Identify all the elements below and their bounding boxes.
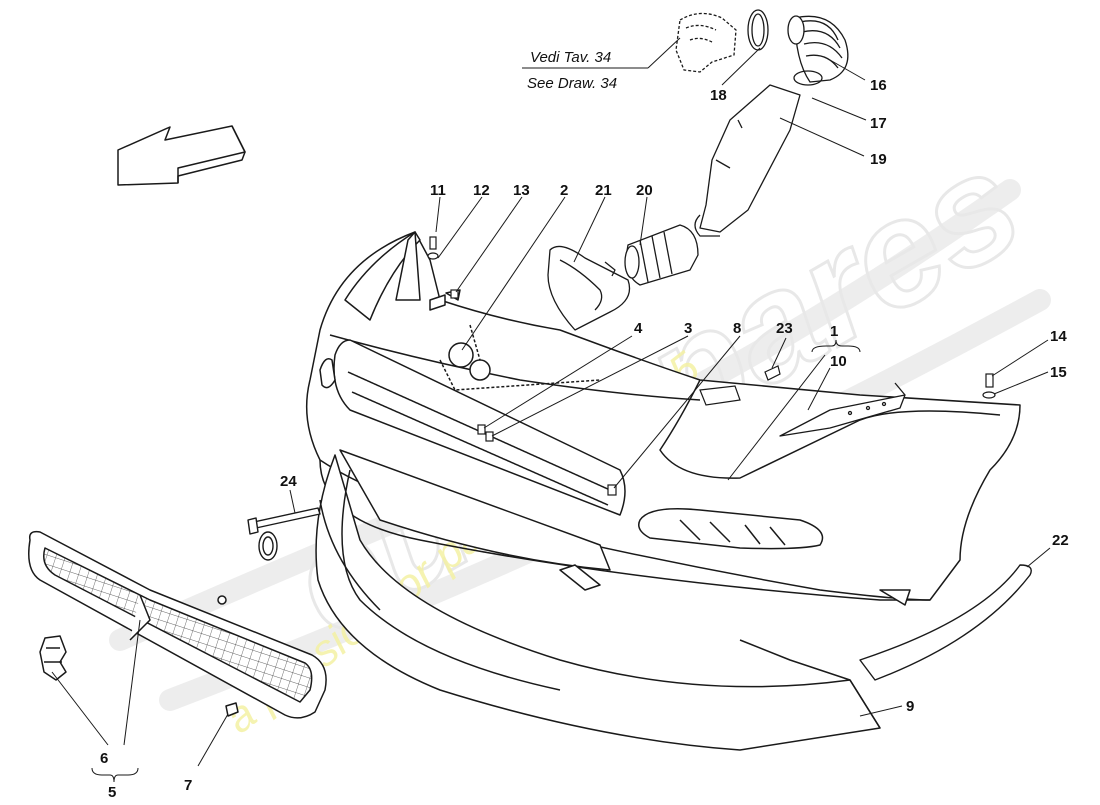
side-strip-22: [859, 564, 1032, 681]
callout-15: 15: [1050, 364, 1067, 381]
callout-17: 17: [870, 115, 887, 132]
fasteners-top: [427, 236, 996, 496]
screw-7: [225, 702, 239, 717]
washer-15: [982, 391, 996, 399]
bolt-11: [429, 236, 437, 250]
nut-4: [477, 424, 486, 435]
reference-housing-part: [675, 12, 737, 73]
reference-line-1: Vedi Tav. 34: [530, 49, 611, 66]
callout-8: 8: [733, 320, 741, 337]
direction-arrow: [117, 125, 246, 186]
callout-19: 19: [870, 151, 887, 168]
air-intake-duct-assembly: [675, 9, 849, 237]
callout-6: 6: [100, 750, 108, 767]
bolt-14: [985, 373, 994, 388]
grille-clip-6: [39, 635, 67, 681]
callout-18: 18: [710, 87, 727, 104]
pipe-8: [699, 385, 741, 406]
side-panel-10: [779, 382, 906, 437]
callout-14: 14: [1050, 328, 1067, 345]
fitting-23: [764, 365, 781, 381]
callout-11: 11: [430, 182, 446, 199]
hose-clamp-18: [747, 9, 769, 51]
tow-hook-24: [247, 507, 321, 561]
duct-parts-20-21: [547, 224, 699, 331]
callout-24: 24: [280, 473, 297, 490]
air-scoop-21: [547, 245, 631, 331]
reference-line-2: See Draw. 34: [527, 75, 617, 92]
callout-20: 20: [636, 182, 653, 199]
callout-10: 10: [830, 353, 847, 370]
callout-4: 4: [634, 320, 643, 337]
callout-23: 23: [776, 320, 793, 337]
grille-mesh-6: [43, 547, 313, 703]
clip-8: [607, 484, 617, 496]
callout-2: 2: [560, 182, 568, 199]
callout-12: 12: [473, 182, 490, 199]
nut-3: [485, 431, 494, 442]
grille-assembly-5: [28, 530, 327, 719]
callout-13: 13: [513, 182, 530, 199]
hose-clamp-17: [793, 70, 823, 86]
callout-9: 9: [906, 698, 914, 715]
bellows-hose-16: [787, 15, 849, 83]
callout-21: 21: [595, 182, 612, 199]
washer-12: [427, 252, 439, 260]
callout-5: 5: [108, 784, 116, 800]
callout-16: 16: [870, 77, 887, 94]
leader-lines: [51, 47, 1051, 783]
callout-1: 1: [830, 323, 838, 340]
callout-numbers: 1 2 3 4 5 6 7 8 9 10 11 12 13 14 15 16 1…: [100, 77, 1069, 801]
reference-note: Vedi Tav. 34 See Draw. 34: [522, 37, 681, 92]
callout-3: 3: [684, 320, 692, 337]
clip-13: [450, 289, 459, 299]
air-duct-19: [699, 84, 801, 233]
callout-7: 7: [184, 777, 192, 794]
callout-22: 22: [1052, 532, 1069, 549]
lower-spoiler-9: [315, 454, 881, 751]
